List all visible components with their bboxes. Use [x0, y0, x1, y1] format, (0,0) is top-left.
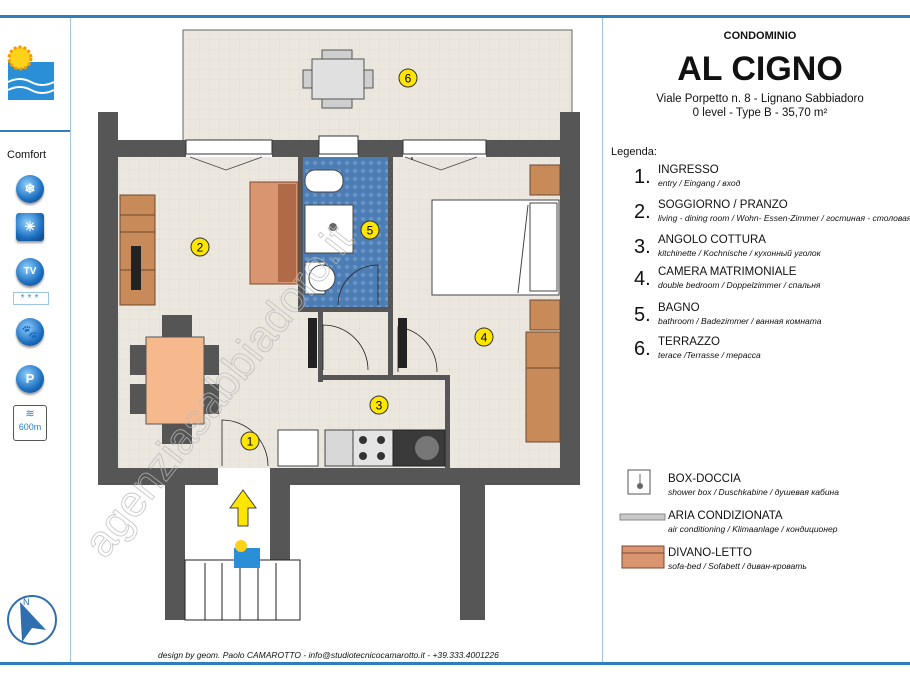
symbol-name: BOX-DOCCIA — [668, 473, 741, 485]
marker-4: 4 — [481, 331, 488, 345]
staircase — [184, 559, 301, 621]
legend-name: INGRESSO — [658, 164, 719, 176]
double-bed — [431, 199, 560, 296]
left-divider — [70, 18, 71, 662]
terrace-table — [302, 49, 374, 109]
legend-sub: terace /Terrasse / терасса — [658, 350, 761, 360]
unit-info: 0 level - Type B - 35,70 m² — [692, 107, 828, 119]
dining-table — [130, 315, 219, 444]
legend-num: 6. — [634, 338, 651, 360]
legend-name: CAMERA MATRIMONIALE — [658, 266, 797, 278]
walls — [98, 112, 580, 620]
legend-name: BAGNO — [658, 302, 700, 314]
symbol-name: ARIA CONDIZIONATA — [668, 510, 783, 522]
legend-symbol-ac: ARIA CONDIZIONATA air conditioning / Kli… — [668, 510, 837, 534]
closets — [308, 318, 438, 373]
compass-label: N — [23, 597, 30, 607]
compass-icon — [7, 595, 57, 645]
legend-symbol-sofabed: DIVANO-LETTO sofa-bed / Sofabett / диван… — [668, 547, 807, 571]
legend-num: 2. — [634, 201, 651, 223]
legend-sub: entry / Eingang / вход — [658, 178, 741, 188]
bedroom-furniture — [525, 164, 561, 443]
legend-sub: kitchinette / Kochnische / кухонный угол… — [658, 248, 821, 258]
bathroom-fixtures — [304, 169, 379, 306]
stars-icon: *** — [13, 292, 49, 305]
building-title: AL CIGNO — [677, 50, 843, 88]
legend-symbol-shower: BOX-DOCCIA shower box / Duschkabine / ду… — [668, 473, 839, 497]
legend-num: 3. — [634, 236, 651, 258]
symbol-sub: sofa-bed / Sofabett / диван-кровать — [668, 561, 807, 571]
logo-sun-icon — [7, 45, 55, 100]
legend-sub: living - dining room / Wohn- Essen-Zimme… — [658, 213, 910, 223]
footer-credits: design by geom. Paolo CAMAROTTO - info@s… — [158, 650, 499, 660]
climate-icon: ✳ — [16, 213, 44, 241]
top-border — [0, 15, 910, 18]
terrace-floor — [182, 29, 573, 143]
right-divider — [602, 18, 603, 662]
sea-distance-icon: ≋ 600m — [13, 405, 47, 441]
snowflake-icon: ❄ — [16, 175, 44, 203]
entry-arrow-icon — [229, 489, 257, 527]
air-conditioning-symbol — [619, 513, 666, 521]
windows — [185, 135, 487, 155]
symbol-sub: shower box / Duschkabine / душевая кабин… — [668, 487, 839, 497]
legend-name: ANGOLO COTTURA — [658, 234, 766, 246]
legend-num: 4. — [634, 268, 651, 290]
marker-1: 1 — [247, 435, 254, 449]
paw-icon: 🐾 — [16, 318, 44, 346]
marker-5: 5 — [367, 224, 374, 238]
marker-6: 6 — [405, 72, 412, 86]
kitchen-units — [277, 429, 446, 467]
legend-name: SOGGIORNO / PRANZO — [658, 199, 788, 211]
legend-num: 1. — [634, 166, 651, 188]
shower-box-symbol — [627, 469, 651, 495]
legend-heading: Legenda: — [611, 146, 657, 158]
marker-3: 3 — [376, 399, 383, 413]
legend-sub: bathroom / Badezimmer / ванная комната — [658, 316, 822, 326]
bottom-border — [0, 662, 910, 665]
small-logo-icon — [234, 540, 260, 568]
sea-distance-label: 600m — [18, 422, 42, 432]
comfort-label: Comfort — [7, 149, 47, 161]
legend-name: TERRAZZO — [658, 336, 720, 348]
symbol-sub: air conditioning / Klimaanlage / кондици… — [668, 524, 838, 534]
legend-sub: double bedroom / Doppelzimmer / спальня — [658, 280, 821, 290]
room-markers — [190, 68, 494, 451]
marker-2: 2 — [197, 241, 204, 255]
sofa-bed — [249, 181, 299, 285]
tv-cabinet — [119, 194, 156, 306]
symbol-name: DIVANO-LETTO — [668, 547, 752, 559]
parking-icon: P — [16, 365, 44, 393]
tv-icon: TV — [16, 258, 44, 286]
legend-num: 5. — [634, 304, 651, 326]
building-subtitle: CONDOMINIO — [723, 30, 797, 42]
sofa-bed-symbol — [621, 545, 665, 569]
address: Viale Porpetto n. 8 - Lignano Sabbiadoro — [656, 93, 864, 105]
sidebar-divider — [0, 130, 70, 132]
